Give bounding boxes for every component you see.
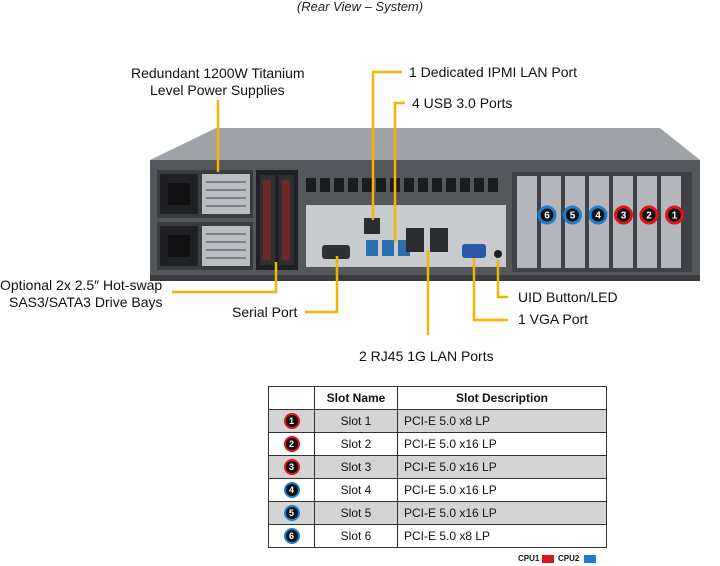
callout-lines <box>172 70 508 335</box>
chassis-slot-badge <box>639 205 659 225</box>
slot-description: PCI-E 5.0 x16 LP <box>397 455 607 479</box>
chassis-slot-badge <box>665 205 684 225</box>
serial-port-label: Serial Port <box>232 304 298 320</box>
rj45-label: 2 RJ45 1G LAN Ports <box>359 348 494 364</box>
chassis-slot-badge <box>537 205 557 225</box>
slot-description: PCI-E 5.0 x8 LP <box>397 409 607 433</box>
slot-table-header-row: Slot Name Slot Description <box>268 386 607 410</box>
table-row: 2 Slot 2 PCI-E 5.0 x16 LP <box>268 432 607 456</box>
drive-bays-label-line1: Optional 2x 2.5″ Hot-swap <box>0 277 163 293</box>
rj45-ports-graphic <box>406 228 424 252</box>
usb-label: 4 USB 3.0 Ports <box>412 95 513 111</box>
chassis-slot-badges: 6 5 4 3 2 1 <box>537 205 684 225</box>
slot-name: Slot 3 <box>314 455 398 479</box>
chassis-slot-number: 2 <box>646 211 652 222</box>
callout-line-vga <box>472 258 508 322</box>
table-row: 3 Slot 3 PCI-E 5.0 x16 LP <box>268 455 607 479</box>
slot-description: PCI-E 5.0 x16 LP <box>397 478 607 502</box>
callout-line-usb <box>393 101 405 242</box>
drive-bays-label-line2: SAS3/SATA3 Drive Bays <box>9 294 163 310</box>
chassis-slot-number: 3 <box>621 211 627 222</box>
chassis-slot-number: 6 <box>544 211 550 222</box>
callout-line-drives <box>172 262 278 294</box>
callout-line-ipmi <box>371 70 402 220</box>
psu-label-line1: Redundant 1200W Titanium <box>131 65 305 81</box>
psu-label-line2: Level Power Supplies <box>150 82 285 98</box>
slot-table-header-description: Slot Description <box>397 386 607 410</box>
uid-label: UID Button/LED <box>518 289 618 305</box>
legend-cpu1-label: CPU1 <box>518 554 540 563</box>
table-row: 4 Slot 4 PCI-E 5.0 x16 LP <box>268 478 607 502</box>
slot-badge: 6 <box>283 528 300 544</box>
drive-bays <box>256 170 298 270</box>
slot-description: PCI-E 5.0 x8 LP <box>397 524 607 548</box>
legend-cpu2-swatch <box>584 555 596 563</box>
chassis-slot-number: 4 <box>595 211 601 222</box>
slot-badge: 3 <box>283 459 300 475</box>
slot-name: Slot 6 <box>314 524 398 548</box>
slot-badge: 1 <box>283 413 300 429</box>
callout-line-serial <box>305 256 339 314</box>
ipmi-port-graphic <box>364 218 380 234</box>
slot-badge: 4 <box>283 482 300 498</box>
slot-table-header-badge <box>268 386 315 410</box>
usb-ports-graphic <box>366 240 378 256</box>
slot-table-header-name: Slot Name <box>314 386 398 410</box>
table-row: 6 Slot 6 PCI-E 5.0 x8 LP <box>268 524 607 548</box>
legend-cpu1-swatch <box>542 555 554 563</box>
chassis-top <box>150 128 700 160</box>
uid-button-graphic <box>494 250 502 258</box>
slot-description: PCI-E 5.0 x16 LP <box>397 501 607 525</box>
table-row: 1 Slot 1 PCI-E 5.0 x8 LP <box>268 409 607 433</box>
chassis-slot-badge <box>563 205 582 225</box>
view-title: (Rear View – System) <box>296 0 424 14</box>
slot-name: Slot 5 <box>314 501 398 525</box>
chassis-slot-badge <box>614 205 633 225</box>
vent-grille <box>306 178 498 192</box>
chassis-slot-number: 5 <box>570 211 576 222</box>
legend-cpu2-label: CPU2 <box>558 554 580 563</box>
slot-badge: 2 <box>283 436 300 452</box>
slot-name: Slot 1 <box>314 409 398 433</box>
slot-table: Slot Name Slot Description 1 Slot 1 PCI-… <box>268 386 607 548</box>
chassis-slot-number: 1 <box>672 211 678 222</box>
callout-line-uid <box>496 260 508 299</box>
slot-badge: 5 <box>283 505 300 521</box>
chassis-slot-badge <box>588 205 608 225</box>
vga-port-graphic <box>462 244 486 258</box>
slot-name: Slot 2 <box>314 432 398 456</box>
table-row: 5 Slot 5 PCI-E 5.0 x16 LP <box>268 501 607 525</box>
serial-port-graphic <box>322 245 350 259</box>
ipmi-label: 1 Dedicated IPMI LAN Port <box>409 64 578 80</box>
slot-description: PCI-E 5.0 x16 LP <box>397 432 607 456</box>
vga-label: 1 VGA Port <box>518 311 589 327</box>
slot-name: Slot 4 <box>314 478 398 502</box>
power-supply-bay <box>157 170 253 270</box>
